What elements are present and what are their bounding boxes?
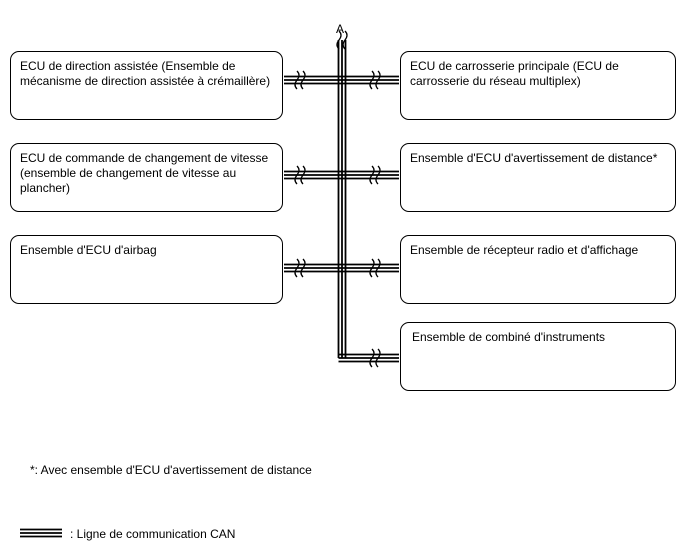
radio-display-box: Ensemble de récepteur radio et d'afficha… bbox=[400, 235, 676, 304]
ecu-main-body-box: ECU de carrosserie principale (ECU de ca… bbox=[400, 51, 676, 120]
bus-break-mark bbox=[300, 258, 306, 278]
ecu-distance-warning-box: Ensemble d'ECU d'avertissement de distan… bbox=[400, 143, 676, 212]
bus-break-mark bbox=[294, 258, 300, 278]
ecu-power-steering-box: ECU de direction assistée (Ensemble de m… bbox=[10, 51, 283, 120]
bus-break-mark bbox=[375, 70, 381, 90]
bus-break-mark bbox=[369, 258, 375, 278]
ecu-shift-control-box: ECU de commande de changement de vitesse… bbox=[10, 143, 283, 212]
ecu-airbag-box: Ensemble d'ECU d'airbag bbox=[10, 235, 283, 304]
bus-break-mark bbox=[342, 30, 348, 50]
can-bus-wiring bbox=[20, 30, 399, 538]
footnote: *: Avec ensemble d'ECU d'avertissement d… bbox=[30, 463, 312, 477]
bus-break-mark bbox=[369, 70, 375, 90]
bus-break-mark bbox=[375, 258, 381, 278]
bus-break-mark bbox=[294, 165, 300, 185]
bus-break-mark bbox=[375, 348, 381, 368]
bus-break-mark bbox=[336, 30, 342, 50]
legend-label: : Ligne de communication CAN bbox=[70, 527, 236, 541]
bus-break-mark bbox=[369, 165, 375, 185]
bus-break-mark bbox=[294, 70, 300, 90]
instrument-cluster-box: Ensemble de combiné d'instruments bbox=[400, 322, 676, 391]
bus-break-mark bbox=[369, 348, 375, 368]
bus-break-mark bbox=[300, 70, 306, 90]
bus-label: A bbox=[336, 22, 345, 36]
bus-break-mark bbox=[375, 165, 381, 185]
bus-break-mark bbox=[300, 165, 306, 185]
